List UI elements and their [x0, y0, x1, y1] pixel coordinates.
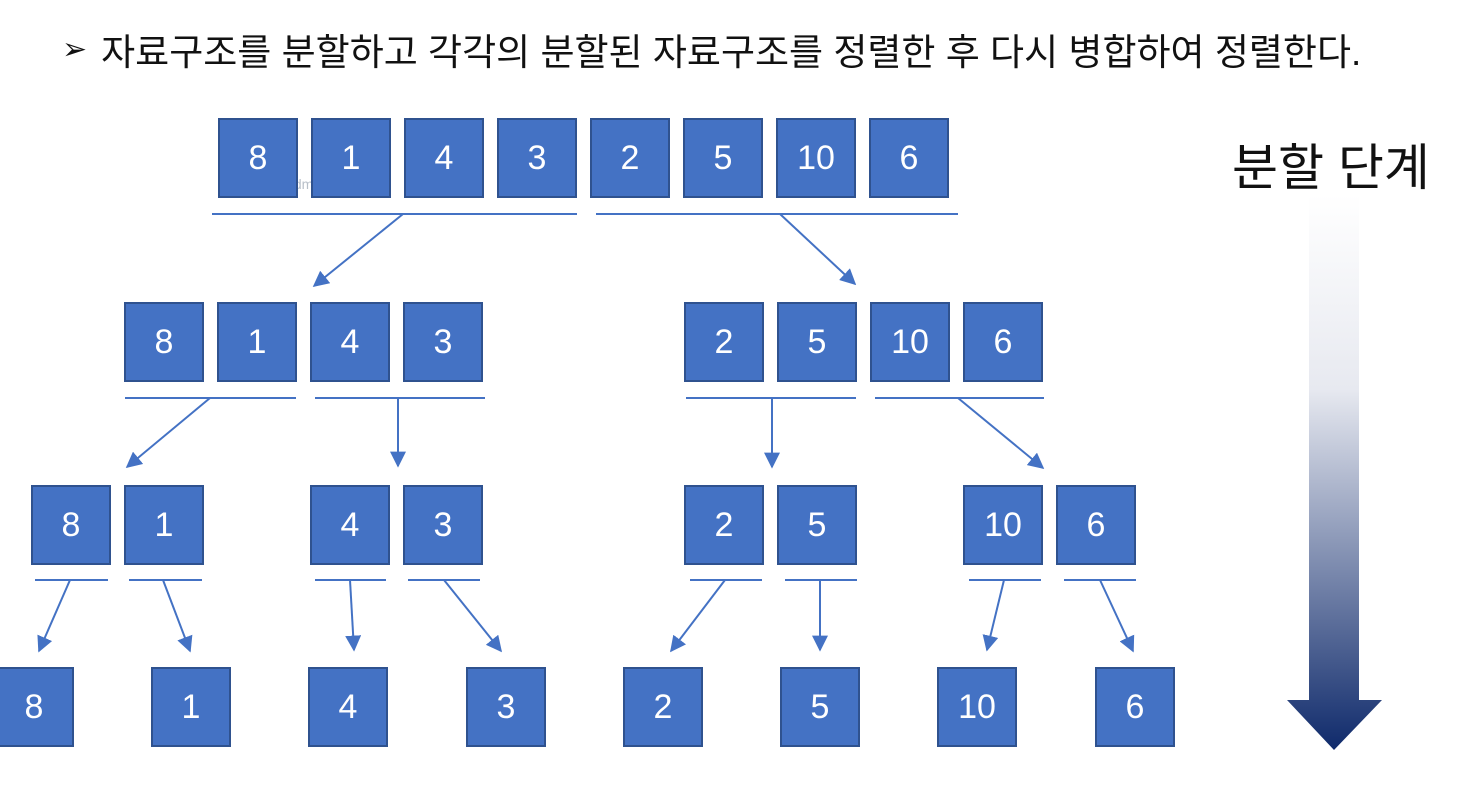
array-cell: 3 — [403, 485, 483, 565]
array-cell: 5 — [780, 667, 860, 747]
array-cell: 6 — [1095, 667, 1175, 747]
array-cell: 5 — [777, 485, 857, 565]
array-cell: 8 — [124, 302, 204, 382]
split-arrow — [312, 213, 404, 288]
array-cell: 6 — [963, 302, 1043, 382]
array-cell: 4 — [308, 667, 388, 747]
array-cell: 2 — [684, 302, 764, 382]
array-cell: 3 — [466, 667, 546, 747]
split-arrow — [345, 579, 362, 652]
array-cell: 6 — [869, 118, 949, 198]
split-arrow — [779, 213, 857, 286]
array-cell: 5 — [683, 118, 763, 198]
array-cell: 4 — [310, 302, 390, 382]
array-cell: 10 — [937, 667, 1017, 747]
array-cell: 3 — [403, 302, 483, 382]
array-cell: 10 — [776, 118, 856, 198]
stage-label: 분할 단계 — [1232, 140, 1430, 196]
down-arrow-icon — [1287, 195, 1382, 750]
split-arrow — [670, 579, 726, 653]
split-arrow — [443, 579, 503, 653]
array-cell: 8 — [218, 118, 298, 198]
array-cell: 2 — [684, 485, 764, 565]
array-cell: 6 — [1056, 485, 1136, 565]
heading: ➢ 자료구조를 분할하고 각각의 분할된 자료구조를 정렬한 후 다시 병합하여… — [62, 24, 1361, 74]
array-cell: 1 — [151, 667, 231, 747]
split-arrow — [1099, 579, 1135, 653]
array-cell: 1 — [124, 485, 204, 565]
array-cell: 1 — [311, 118, 391, 198]
array-cell: 4 — [310, 485, 390, 565]
array-cell: 8 — [31, 485, 111, 565]
array-cell: 10 — [963, 485, 1043, 565]
split-arrow — [162, 579, 193, 653]
split-arrow — [982, 579, 1005, 652]
split-arrow — [125, 397, 211, 469]
array-cell: 1 — [217, 302, 297, 382]
array-cell: 2 — [623, 667, 703, 747]
array-cell: 8 — [0, 667, 74, 747]
split-arrow — [37, 579, 71, 653]
split-arrow — [957, 397, 1045, 470]
array-cell: 3 — [497, 118, 577, 198]
array-cell: 10 — [870, 302, 950, 382]
heading-text: 자료구조를 분할하고 각각의 분할된 자료구조를 정렬한 후 다시 병합하여 정… — [101, 32, 1362, 73]
array-cell: 4 — [404, 118, 484, 198]
array-cell: 2 — [590, 118, 670, 198]
bullet-arrow-icon: ➢ — [62, 32, 88, 66]
array-cell: 5 — [777, 302, 857, 382]
